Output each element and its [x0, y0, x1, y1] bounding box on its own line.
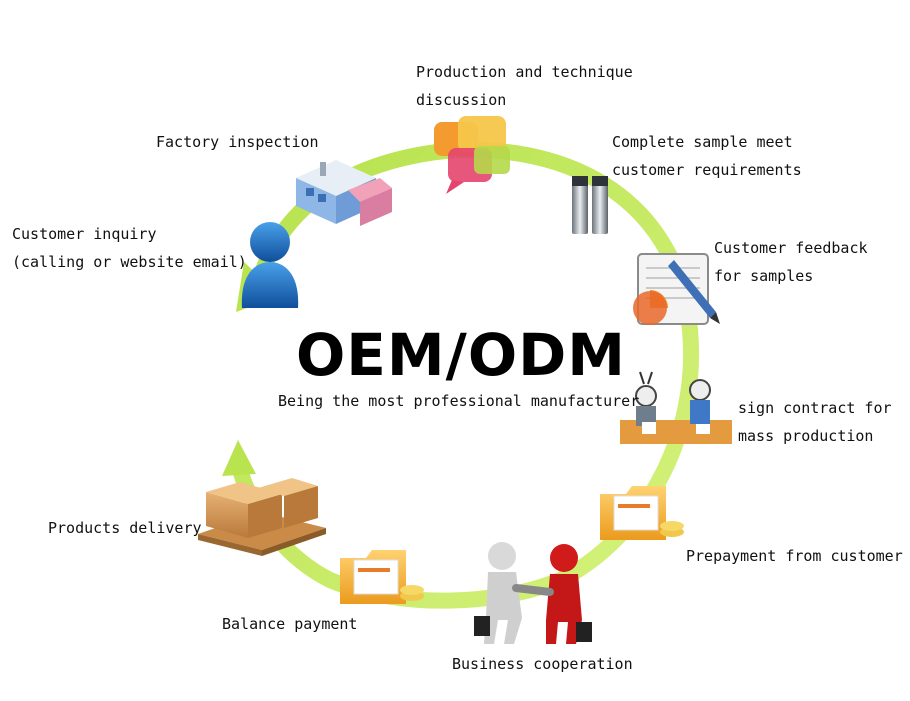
chat-bubbles-icon — [434, 116, 510, 194]
folder-coins-icon-balance — [340, 550, 424, 604]
step-label-customer-inquiry: Customer inquiry(calling or website emai… — [12, 225, 247, 271]
step-label-business-cooperation: Business cooperation — [452, 655, 633, 673]
clipboard-pencil-icon — [633, 253, 720, 325]
diagram-title: OEM/ODM — [296, 321, 626, 389]
step-label-balance-payment: Balance payment — [222, 615, 358, 633]
step-label-factory-inspection: Factory inspection — [156, 133, 319, 151]
cycle-arrowhead-bottom — [222, 440, 256, 476]
folder-coins-icon-prepayment — [600, 486, 684, 540]
handshake-icon — [474, 542, 592, 644]
boxes-pallet-icon — [198, 478, 326, 556]
diagram-subtitle: Being the most professional manufacturer — [278, 392, 640, 410]
sample-bottles-icon — [572, 176, 608, 234]
factory-icon — [296, 160, 392, 226]
person-icon — [241, 222, 299, 308]
step-label-products-delivery: Products delivery — [48, 519, 202, 537]
step-label-prepayment: Prepayment from customer — [686, 547, 903, 565]
contract-signing-icon — [620, 371, 732, 444]
